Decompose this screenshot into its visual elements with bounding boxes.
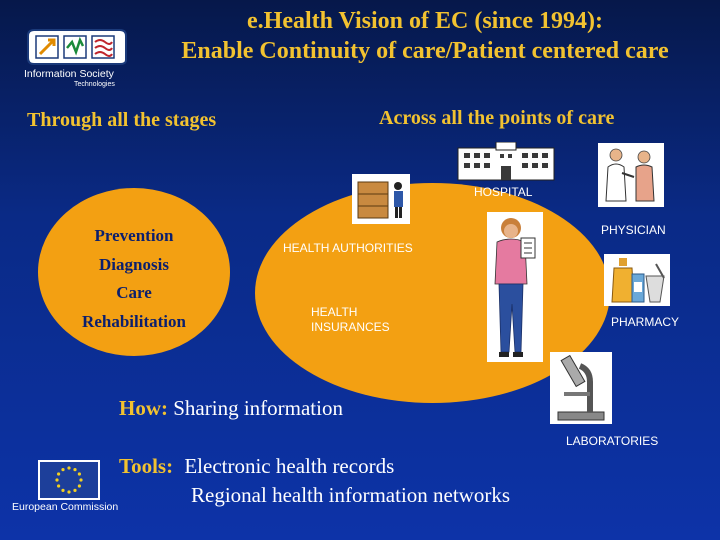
stage-item: Rehabilitation [82,311,186,331]
patient-woman-icon [487,212,543,362]
european-commission-label: European Commission [12,501,119,513]
records-cabinet-icon [352,174,410,224]
information-society-logo: Information Society Technologies [22,26,132,90]
logo-line-2: Technologies [74,81,115,88]
label-health-authorities: HEALTH AUTHORITIES [283,241,413,255]
tools-text-1: Electronic health records [184,454,395,478]
label-hospital: HOSPITAL [474,185,533,199]
information-society-icon [27,29,127,65]
hospital-building-icon [457,142,555,181]
how-text: Sharing information [173,396,343,420]
label-health-insurances-line-1: HEALTH [311,305,358,319]
tools-line-1: Tools: Electronic health records [119,454,394,479]
stages-list: Prevention Diagnosis Care Rehabilitation [58,222,210,336]
microscope-icon [550,352,612,424]
stage-item: Prevention [94,226,174,245]
label-laboratories: LABORATORIES [566,434,659,448]
stage-item: Diagnosis [99,254,169,274]
eu-flag-icon [38,460,100,500]
title-line-1: e.Health Vision of EC (since 1994): [247,8,603,34]
label-pharmacy: PHARMACY [611,315,680,329]
logo-line-1: Information Society [24,68,114,80]
how-line: How: Sharing information [119,396,343,421]
stage-item: Care [116,283,152,302]
stages-circle [38,188,230,356]
heading-points: Across all the points of care [379,107,615,129]
doctor-patient-icon [598,143,664,207]
page-title: e.Health Vision of EC (since 1994): Enab… [130,6,720,66]
tools-label: Tools: [119,454,174,478]
label-physician: PHYSICIAN [601,223,666,237]
medicine-bottles-icon [604,254,670,306]
tools-text-2: Regional health information networks [191,483,511,507]
title-line-2: Enable Continuity of care/Patient center… [181,38,669,64]
label-health-insurances: HEALTH INSURANCES [311,305,390,335]
label-health-insurances-line-2: INSURANCES [311,320,390,334]
how-label: How: [119,396,168,420]
heading-stages: Through all the stages [27,109,217,131]
